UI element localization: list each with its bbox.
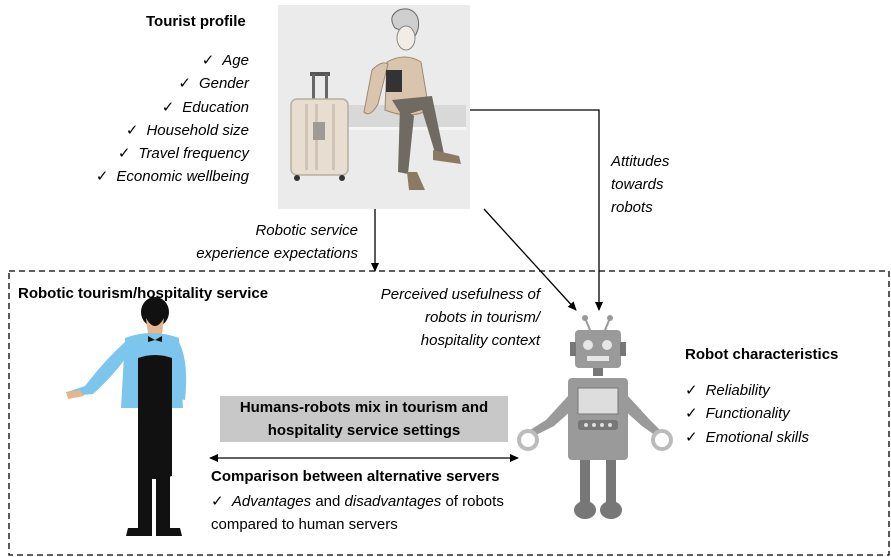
check-icon: ✓ <box>117 145 131 163</box>
service-title: Robotic tourism/hospitality service <box>18 285 269 302</box>
check-icon: ✓ <box>178 75 191 93</box>
check-icon: ✓ <box>685 428 698 446</box>
comparison-text: ✓ Advantages and disadvantages of robots… <box>211 493 504 533</box>
robot-icon <box>517 315 673 519</box>
arrow-attitudes <box>470 109 603 311</box>
comparison-title: Comparison between alternative servers <box>211 468 500 485</box>
arrow-usefulness <box>483 208 577 311</box>
attitudes-label: Attitudes towards robots <box>611 153 670 216</box>
robot-characteristics-list: ✓Reliability ✓Functionality ✓Emotional s… <box>685 379 809 449</box>
list-item: ✓Household size <box>125 121 249 139</box>
check-icon: ✓ <box>685 382 698 399</box>
check-icon: ✓ <box>211 493 224 510</box>
expectations-label: Robotic service experience expectations <box>196 222 358 262</box>
robot-characteristics-title: Robot characteristics <box>685 346 839 363</box>
check-icon: ✓ <box>161 98 175 116</box>
tourist-figure <box>363 8 461 190</box>
list-item: ✓Functionality <box>685 405 790 423</box>
tourist-profile-title: Tourist profile <box>146 13 246 30</box>
check-icon: ✓ <box>685 405 698 423</box>
service-dashed-box <box>8 270 890 556</box>
list-item: ✓Age <box>201 52 249 69</box>
list-item: ✓Emotional skills <box>685 428 809 446</box>
check-icon: ✓ <box>125 121 139 139</box>
list-item: ✓Gender <box>178 75 249 93</box>
list-item: ✓Economic wellbeing <box>95 168 249 186</box>
waiter-figure <box>66 297 187 536</box>
humans-robots-mix-box: Humans-robots mix in tourism and hospita… <box>220 396 508 442</box>
check-icon: ✓ <box>95 168 109 186</box>
check-icon: ✓ <box>201 52 215 69</box>
usefulness-label: Perceived usefulness of robots in touris… <box>380 286 540 349</box>
suitcase-icon <box>290 72 349 181</box>
list-item: ✓Reliability <box>685 382 770 399</box>
list-item: ✓Travel frequency <box>117 145 249 163</box>
list-item: ✓Education <box>161 98 249 116</box>
tourist-profile-list: ✓Age ✓Gender ✓Education ✓Household size … <box>96 49 249 189</box>
